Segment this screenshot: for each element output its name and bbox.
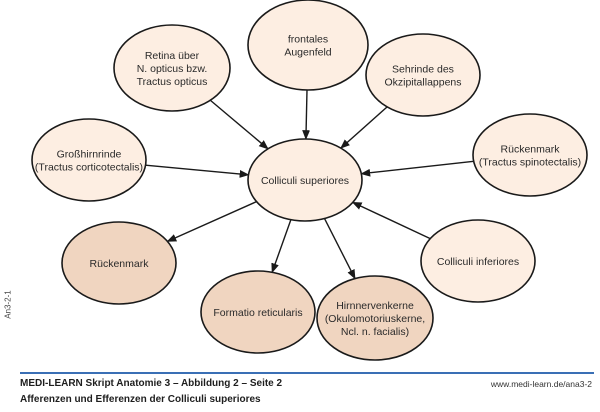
node-ellipse: [472, 113, 588, 197]
node-label: frontales: [288, 34, 328, 46]
figure-caption: Afferenzen und Efferenzen der Colliculi …: [20, 394, 261, 405]
node-label: (Okulomotoriuskerne,: [325, 313, 425, 325]
node-ellipse: [420, 219, 536, 303]
arrow-frontales-augenfeld-to-colliculi-superiores: [302, 89, 311, 140]
arrow-rueckenmark-spinotectalis-to-colliculi-superiores: [360, 160, 474, 177]
node-hirnnervenkerne: Hirnnervenkerne(Okulomotoriuskerne,Ncl. …: [316, 275, 434, 361]
node-label: Colliculi superiores: [261, 175, 349, 187]
node-ellipse: [113, 24, 231, 112]
node-label: (Tractus spinotectalis): [479, 157, 581, 169]
node-label: Retina über: [145, 50, 200, 62]
arrow-retina-to-colliculi-superiores: [209, 99, 269, 150]
footer-separator: [20, 372, 594, 374]
arrow-colliculi-superiores-to-hirnnervenkerne: [323, 218, 356, 280]
node-label: Rückenmark: [501, 144, 561, 156]
node-label: Großhirnrinde: [57, 149, 122, 161]
node-label: Augenfeld: [284, 47, 331, 59]
node-label: Ncl. n. facialis): [341, 326, 409, 338]
nodes-layer: Colliculi superioresfrontalesAugenfeldRe…: [31, 0, 588, 361]
node-label: (Tractus corticotectalis): [35, 162, 143, 174]
node-colliculi-inferiores: Colliculi inferiores: [420, 219, 536, 303]
node-ellipse: [61, 221, 177, 305]
figure-code-label: An3-2-1: [3, 290, 13, 319]
node-rueckenmark: Rückenmark: [61, 221, 177, 305]
arrow-grosshirnrinde-to-colliculi-superiores: [145, 164, 250, 178]
node-ellipse: [31, 118, 147, 202]
node-ellipse: [365, 33, 481, 117]
node-label: Tractus opticus: [137, 76, 208, 88]
node-label: Sehrinde des: [392, 64, 454, 76]
node-label: Okzipitallappens: [384, 77, 461, 89]
edges-layer: [145, 89, 474, 280]
node-label: Hirnnervenkerne: [336, 300, 414, 312]
footer-title: MEDI-LEARN Skript Anatomie 3 – Abbildung…: [20, 378, 283, 389]
node-formatio-reticularis: Formatio reticularis: [200, 270, 316, 354]
node-grosshirnrinde: Großhirnrinde(Tractus corticotectalis): [31, 118, 147, 202]
node-label: Rückenmark: [90, 258, 150, 270]
node-rueckenmark-spinotectalis: Rückenmark(Tractus spinotectalis): [472, 113, 588, 197]
node-label: Formatio reticularis: [213, 307, 302, 319]
footer-url-link[interactable]: www.medi-learn.de/ana3-2: [490, 379, 592, 389]
arrow-colliculi-superiores-to-formatio-reticularis: [271, 219, 292, 274]
node-ellipse: [247, 0, 369, 91]
arrow-colliculi-superiores-to-rueckenmark: [166, 200, 257, 243]
node-ellipse: [200, 270, 316, 354]
node-ellipse: [247, 138, 363, 222]
arrow-colliculi-inferiores-to-colliculi-superiores: [351, 201, 431, 240]
diagram: Colliculi superioresfrontalesAugenfeldRe…: [31, 0, 588, 361]
arrow-sehrinde-to-colliculi-superiores: [340, 106, 388, 149]
node-label: Colliculi inferiores: [437, 256, 519, 268]
node-label: N. opticus bzw.: [137, 63, 208, 75]
node-colliculi-superiores: Colliculi superiores: [247, 138, 363, 222]
node-ellipse: [316, 275, 434, 361]
